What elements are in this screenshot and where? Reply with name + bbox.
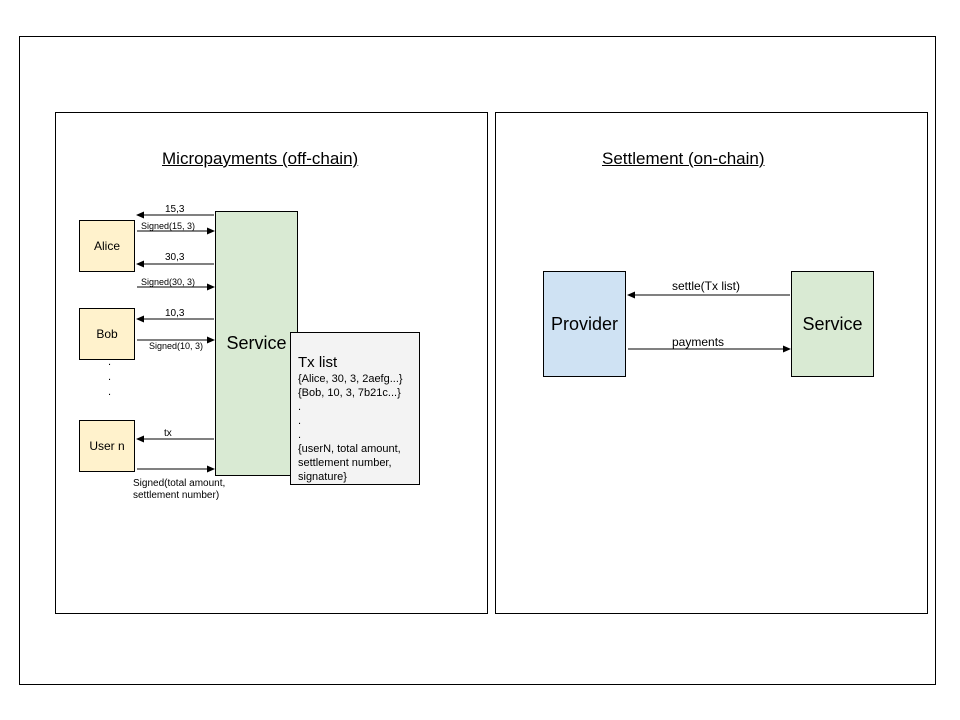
micropayments-title: Micropayments (off-chain) [162, 149, 359, 168]
alice-out2-label: Signed(30, 3) [141, 277, 196, 287]
ellipsis-dot: . [108, 386, 112, 398]
payments-label: payments [672, 335, 725, 349]
tx-list-line: {Bob, 10, 3, 7b21c...} [298, 387, 401, 399]
ellipsis-dot: . [108, 356, 112, 368]
settlement-title: Settlement (on-chain) [602, 149, 765, 168]
user-n-label: User n [89, 439, 125, 453]
settle-label: settle(Tx list) [672, 279, 741, 293]
bob-out-label: Signed(10, 3) [149, 341, 204, 351]
bob-in-label: 10,3 [165, 308, 185, 319]
alice-box: Alice [79, 220, 135, 272]
tx-list-line: . [298, 401, 302, 413]
settlement-panel [495, 112, 928, 614]
tx-list-line: {Alice, 30, 3, 2aefg...} [298, 373, 403, 385]
provider-label: Provider [550, 313, 619, 334]
outer-frame [19, 36, 936, 685]
usern-out-label-1: Signed(total amount, [133, 478, 226, 489]
micropayments-service-label: Service [226, 333, 287, 353]
user-n-box: User n [79, 420, 135, 472]
tx-list-line: {userN, total amount, [298, 443, 401, 455]
tx-list-line: . [298, 415, 302, 427]
alice-in-label: 15,3 [165, 204, 185, 215]
tx-list-box: Tx list {Alice, 30, 3, 2aefg...} {Bob, 1… [290, 332, 420, 485]
provider-box: Provider [543, 271, 626, 377]
alice-label: Alice [93, 239, 120, 253]
bob-box: Bob [79, 308, 135, 360]
tx-list-title: Tx list [298, 354, 338, 371]
micropayments-panel [55, 112, 488, 614]
alice-out-label: Signed(15, 3) [141, 221, 196, 231]
usern-out-label-2: settlement number) [133, 490, 220, 501]
bob-label: Bob [96, 327, 118, 341]
tx-list-line: . [298, 429, 302, 441]
tx-list-line: settlement number, [298, 457, 392, 469]
settlement-service-box: Service [791, 271, 874, 377]
usern-in-label: tx [164, 428, 172, 439]
ellipsis-dot: . [108, 371, 112, 383]
settlement-service-label: Service [802, 313, 863, 334]
alice-in2-label: 30,3 [165, 252, 185, 263]
tx-list-line: signature} [298, 471, 347, 483]
